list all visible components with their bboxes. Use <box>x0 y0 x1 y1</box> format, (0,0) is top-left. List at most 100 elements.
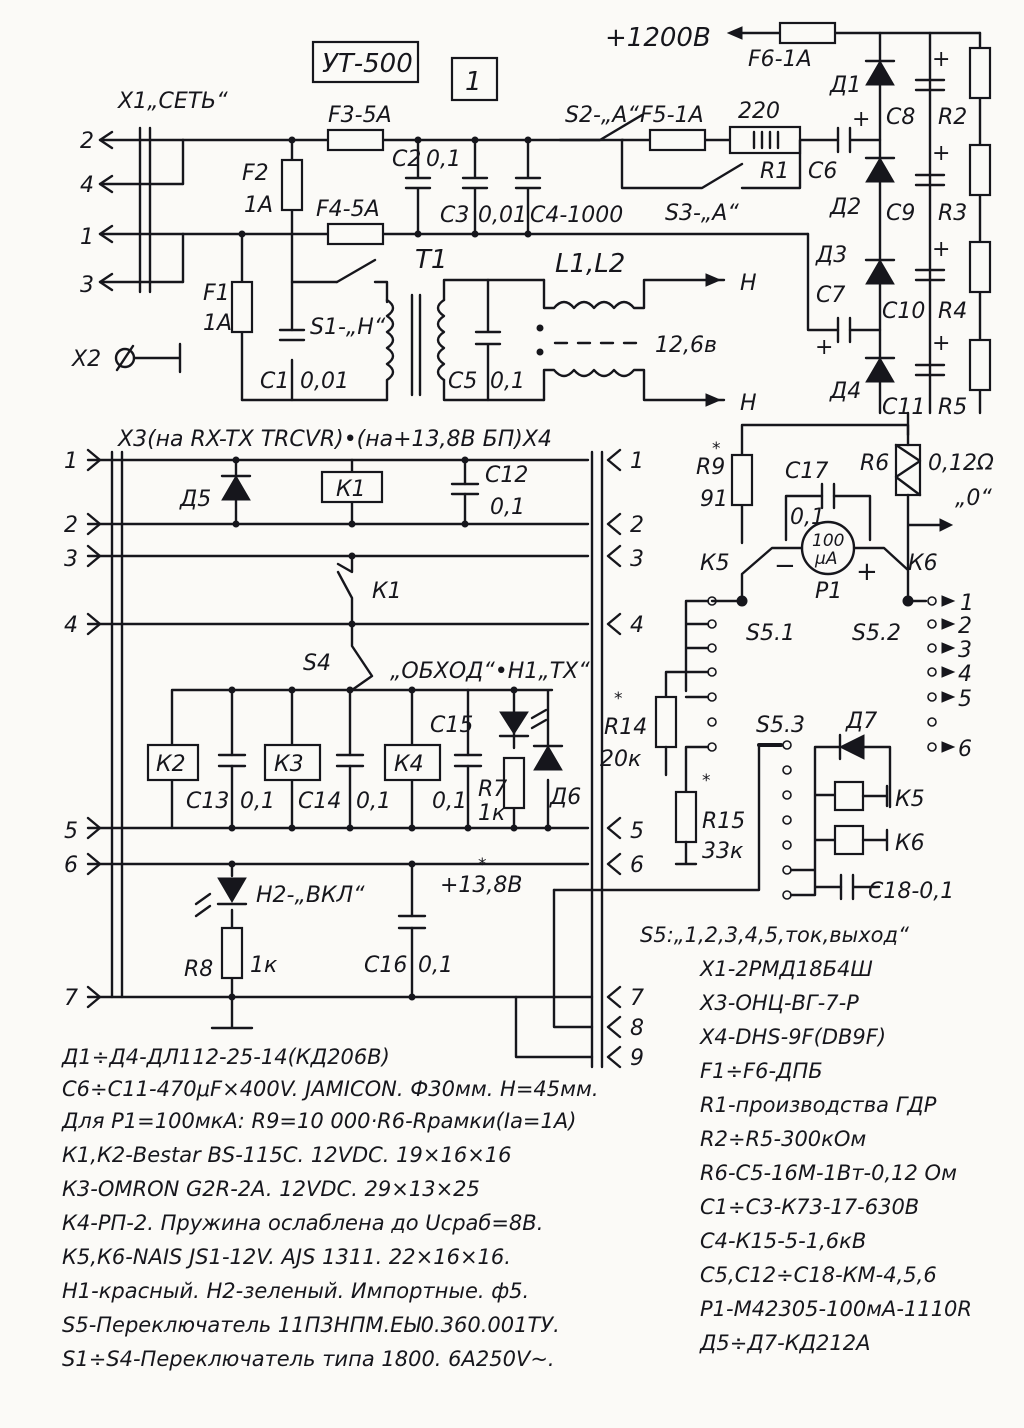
s51-label: S5.1 <box>746 621 795 646</box>
relay-k6-coil <box>833 824 865 856</box>
capacitor-c16 <box>397 914 427 930</box>
c9-label: C9 <box>886 201 915 226</box>
c17-value: 0,1 <box>790 505 825 530</box>
x4-pin-2: 2 <box>630 513 644 538</box>
note-right-1: S5:„1,2,3,4,5,ток,выход“ <box>640 923 909 947</box>
s53-label: S5.3 <box>756 713 805 738</box>
x3x4-connector-rails <box>110 450 604 1069</box>
note-left-1: Д1÷Д4-ДЛ112-25-14(КД206В) <box>61 1045 390 1069</box>
resistor-r15 <box>674 790 698 844</box>
s52-pos-5: 5 <box>958 687 972 712</box>
x4-pin-6: 6 <box>630 853 644 878</box>
resistor-r4 <box>968 240 992 294</box>
c4-label: C4-1000 <box>530 203 623 228</box>
r6-label: R6 <box>860 451 889 476</box>
led-h2 <box>194 877 248 918</box>
c8-label: C8 <box>886 105 915 130</box>
c13-label: C13 <box>186 789 229 814</box>
note-left-5: К3-OMRON G2R-2A. 12VDC. 29×13×25 <box>62 1177 480 1201</box>
x3x4-label: Х3(на RX-TX TRCVR)•(на+13,8В БП)Х4 <box>117 427 552 452</box>
s3-label: S3-„А“ <box>665 201 739 226</box>
x4-pin-4: 4 <box>630 613 644 638</box>
fuse-f1 <box>230 280 254 334</box>
capacitor-c4 <box>514 138 542 236</box>
note-left-2: С6÷С11-470μF×400V. JAMICON. Ф30мм. Н=45м… <box>62 1077 599 1101</box>
s52-label: S5.2 <box>852 621 901 646</box>
d4-label: Д4 <box>829 379 861 404</box>
capacitor-c2 <box>404 138 432 236</box>
diode-d3 <box>864 258 896 285</box>
relay-k4-coil <box>383 743 442 782</box>
note-left-10: S1÷S4-Переключатель типа 1800. 6А250V~. <box>62 1347 555 1371</box>
heater-out-a: Н <box>740 271 757 296</box>
capacitor-c14 <box>335 753 365 768</box>
zero-output-label: „0“ <box>955 486 992 511</box>
k6-coil-label: К6 <box>895 831 925 856</box>
fuse-f3 <box>326 128 385 152</box>
note-right-12: Р1-М42305-100мА-1110R <box>700 1297 972 1321</box>
x4-pin-7: 7 <box>630 986 644 1011</box>
c12-value: 0,1 <box>490 495 525 520</box>
diode-d1 <box>864 59 896 86</box>
led-h1 <box>498 688 548 738</box>
c7-plus: + <box>815 335 833 360</box>
x3-pins <box>86 448 590 1009</box>
resistor-r14 <box>654 695 678 749</box>
notes-left: Д1÷Д4-ДЛ112-25-14(КД206В) С6÷С11-470μF×4… <box>61 1045 599 1371</box>
r14-star: * <box>614 689 623 709</box>
heater-voltage: 12,6в <box>655 333 717 358</box>
note-right-7: R2÷R5-300кОм <box>700 1127 866 1151</box>
switch-s53[interactable] <box>757 740 843 900</box>
k1-contact-label: К1 <box>372 579 402 604</box>
k5-coil-label: К5 <box>895 787 925 812</box>
c17-label: C17 <box>785 459 828 484</box>
c5-label: C5 <box>448 369 477 394</box>
x3-pin-7: 7 <box>64 986 78 1011</box>
s52-pos-4: 4 <box>958 662 972 687</box>
model-label: УТ-500 <box>322 49 413 79</box>
x3-pin-1: 1 <box>64 449 78 474</box>
r9-label: R9 <box>696 455 725 480</box>
relay-k3-coil <box>263 743 322 782</box>
switch-s3 <box>620 138 802 190</box>
s2-label: S2-„А“ <box>565 103 639 128</box>
r14-value: 20к <box>600 747 642 772</box>
resistor-r7 <box>502 756 526 810</box>
x1-pin-2: 2 <box>80 129 94 154</box>
d7-label: Д7 <box>845 709 877 734</box>
r15-wire <box>674 840 698 866</box>
d3-label: Д3 <box>815 243 847 268</box>
r14-label: R14 <box>604 715 647 740</box>
c2-value: 0,1 <box>426 147 461 172</box>
note-left-3: Для Р1=100мкА: R9=10 000·R6-Rрамки(Iа=1А… <box>61 1109 576 1133</box>
switch-s51[interactable] <box>664 595 748 794</box>
secondary-wires <box>442 278 546 402</box>
h2-r8-c16-wires <box>210 862 414 1030</box>
c15-label: C15 <box>430 713 473 738</box>
switch-s1 <box>335 258 389 304</box>
capacitor-c10 <box>914 268 946 282</box>
c1-value: 0,01 <box>300 369 349 394</box>
x1-pin-1: 1 <box>80 225 94 250</box>
c6-label: C6 <box>808 159 837 184</box>
c6-plus: + <box>852 107 870 132</box>
x2-ground-terminal <box>114 342 182 374</box>
r7-label: R7 <box>478 777 507 802</box>
c16-label: C16 <box>364 953 407 978</box>
fuse-f4 <box>326 222 385 246</box>
c8-plus: + <box>932 47 950 72</box>
s4-function-label: „ОБХОД“•Н1„ТХ“ <box>390 659 590 684</box>
p1-minus: − <box>774 551 796 581</box>
capacitor-c17 <box>820 482 836 510</box>
switch-s52[interactable] <box>902 595 956 753</box>
r8-label: R8 <box>184 957 213 982</box>
capacitor-c12 <box>450 482 480 496</box>
x4-pin-3: 3 <box>630 547 644 572</box>
c15-value: 0,1 <box>432 789 467 814</box>
relay-k2-coil <box>146 743 200 782</box>
note-left-6: К4-РП-2. Пружина ослаблена до Uсраб=8В. <box>62 1211 543 1235</box>
r9-value: 91 <box>700 487 728 512</box>
s4-label: S4 <box>303 651 331 676</box>
c2-label: C2 <box>392 147 421 172</box>
note-right-8: R6-С5-16М-1Вт-0,12 Ом <box>700 1161 957 1185</box>
